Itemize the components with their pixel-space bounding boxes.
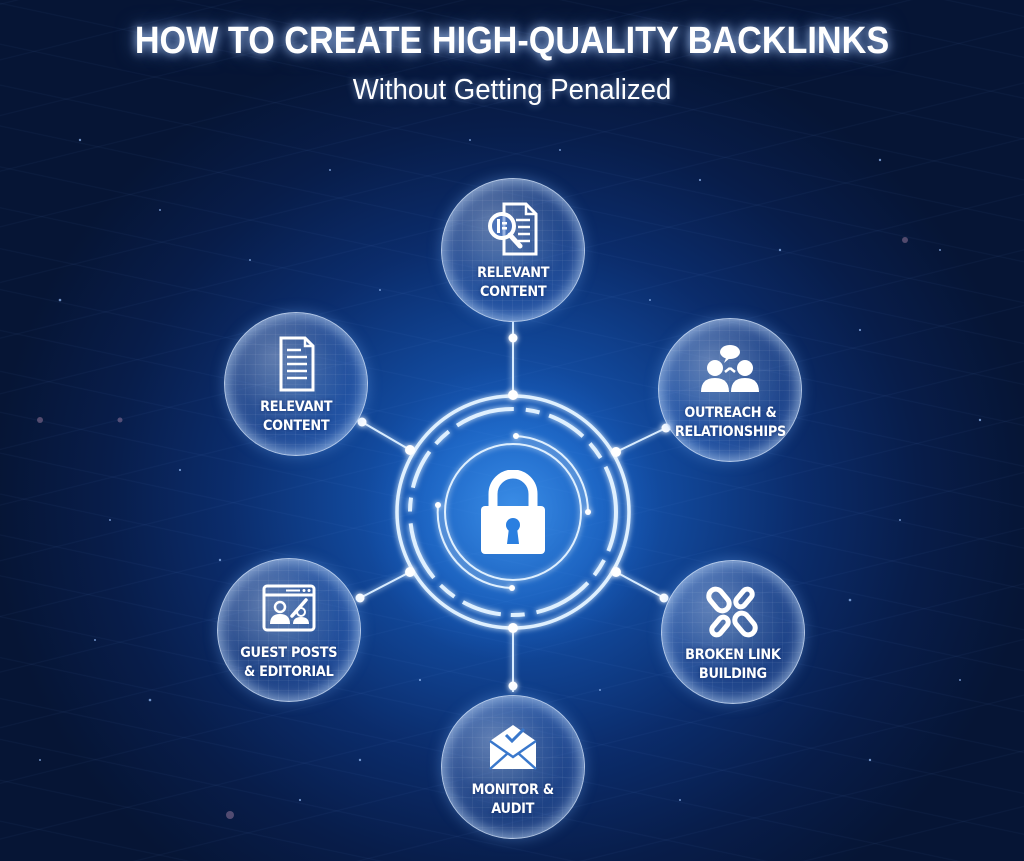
document-icon (279, 336, 315, 392)
page-title: HOW TO CREATE HIGH-QUALITY BACKLINKS (134, 20, 890, 62)
node-label-line2: RELATIONSHIPS (674, 424, 786, 440)
node-label-line1: RELEVANT (259, 399, 333, 415)
node-label: MONITOR & AUDIT (471, 781, 555, 819)
node-monitor-audit: MONITOR & AUDIT (441, 695, 585, 839)
browser-author-icon (262, 584, 316, 632)
node-relevant-content-left: RELEVANT CONTENT (224, 312, 368, 456)
broken-chain-icon (706, 586, 758, 638)
node-label: RELEVANT CONTENT (477, 264, 549, 302)
envelope-check-icon (489, 725, 537, 770)
node-guest-posts-editorial: GUEST POSTS & EDITORIAL (217, 558, 361, 702)
node-label-line2: CONTENT (479, 284, 547, 300)
node-label: OUTREACH & RELATIONSHIPS (674, 404, 785, 442)
node-label-line2: BUILDING (699, 666, 767, 682)
connector-dots (355, 333, 671, 691)
node-label-line1: OUTREACH & (683, 405, 777, 421)
node-label-line1: BROKEN LINK (685, 647, 781, 663)
node-relevant-content-top: RELEVANT CONTENT (441, 178, 585, 322)
page-subtitle: Without Getting Penalized (352, 74, 672, 106)
node-broken-link-building: BROKEN LINK BUILDING (661, 560, 805, 704)
node-label: GUEST POSTS & EDITORIAL (240, 644, 337, 682)
node-label-line2: CONTENT (262, 418, 330, 434)
node-label-line2: & EDITORIAL (244, 664, 334, 680)
node-label-line1: RELEVANT (476, 265, 550, 281)
padlock-icon (481, 470, 545, 554)
people-chat-icon (701, 345, 759, 392)
node-label-line1: MONITOR & (471, 782, 555, 798)
document-magnifier-icon (488, 202, 538, 256)
node-label: BROKEN LINK BUILDING (685, 646, 781, 684)
connector-lines (359, 322, 667, 692)
node-label: RELEVANT CONTENT (260, 398, 332, 436)
node-outreach-relationships: OUTREACH & RELATIONSHIPS (658, 318, 802, 462)
node-label-line2: AUDIT (491, 801, 535, 817)
node-label-line1: GUEST POSTS (240, 645, 338, 661)
